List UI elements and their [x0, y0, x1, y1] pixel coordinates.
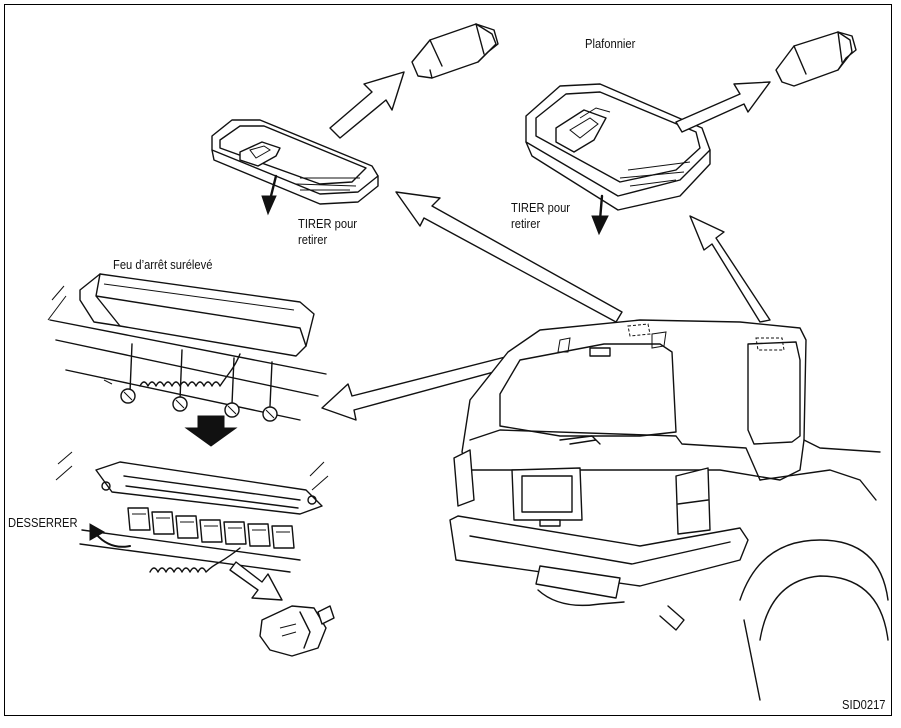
arrow-to-right-bulb	[675, 81, 771, 133]
pull-arrow-right	[591, 194, 609, 236]
stop-lamp-housing	[47, 273, 327, 422]
tirer-left-line2: retirer	[298, 232, 328, 247]
dome-light-left	[211, 119, 379, 205]
arrow-to-right-dome	[689, 215, 771, 323]
bulb-left	[411, 23, 499, 79]
bulb-right	[775, 31, 857, 87]
desserrer-label: DESSERRER	[8, 515, 78, 530]
plafonnier-label: Plafonnier	[585, 36, 636, 51]
vehicle-rear	[449, 319, 889, 701]
figure-code: SID0217	[842, 697, 886, 712]
dome-light-right	[525, 83, 711, 211]
feu-arret-label: Feu d’arrêt surélevé	[113, 257, 213, 272]
tirer-right-line2: retirer	[511, 216, 541, 231]
tirer-left-line1: TIRER pour	[298, 216, 358, 231]
arrow-to-small-bulb	[229, 561, 283, 601]
stop-lamp-base	[55, 451, 329, 573]
small-wedge-bulb	[259, 605, 335, 657]
loosen-arrow	[89, 523, 131, 548]
arrow-to-left-dome	[395, 191, 623, 323]
pull-arrow-left	[261, 174, 278, 216]
bulb-sockets	[127, 507, 295, 549]
arrow-to-left-bulb	[329, 71, 405, 139]
down-arrow-black	[184, 415, 238, 447]
diagram-frame	[4, 4, 892, 716]
tirer-right-line1: TIRER pour	[511, 200, 571, 215]
